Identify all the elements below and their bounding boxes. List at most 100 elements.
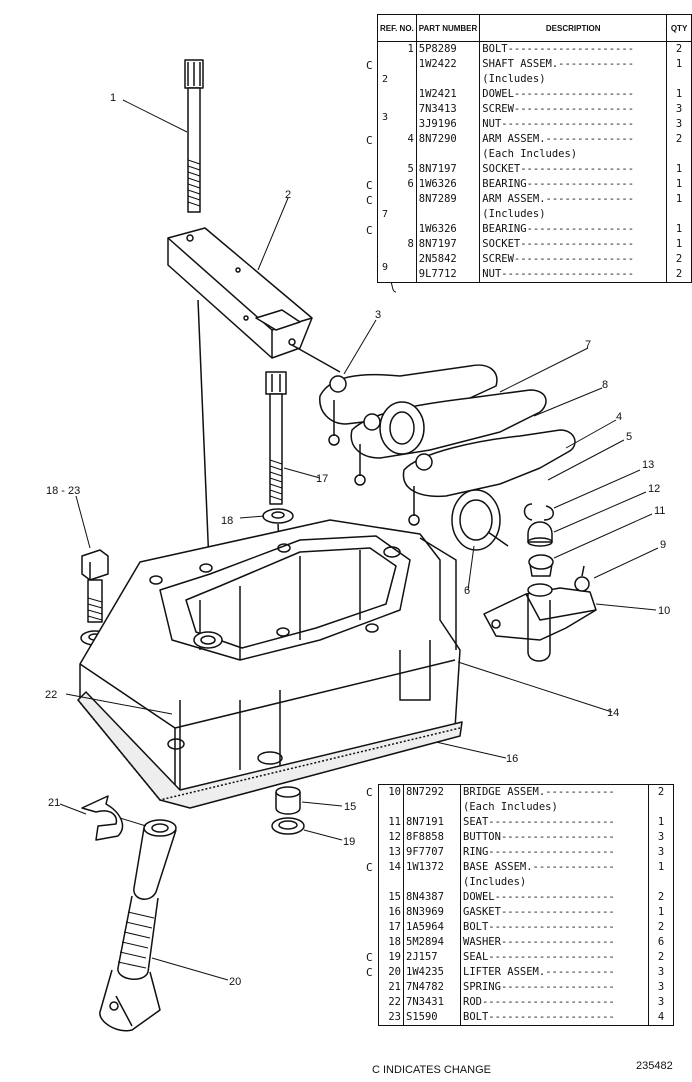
qty-cell: 3 xyxy=(666,117,692,132)
description-cell: (Each Includes) xyxy=(482,148,578,160)
leader-lines xyxy=(59,99,659,981)
description-cell: BOLT-------------------- xyxy=(463,1011,615,1023)
leader-dashes: ------------------- xyxy=(494,891,615,903)
callout-3: 3 xyxy=(375,309,381,321)
bridge-assembly-10-drawing xyxy=(483,565,597,662)
qty-cell: 6 xyxy=(648,935,674,950)
description-cell: LIFTER ASSEM.----------- xyxy=(463,966,615,978)
leader-dashes: --------------------- xyxy=(501,268,635,280)
description-cell: (Each Includes) xyxy=(463,801,558,813)
callout-2: 2 xyxy=(285,189,291,201)
table-row: (Each Includes) xyxy=(378,800,674,815)
part-number-cell: 7N3413 xyxy=(416,102,481,117)
qty-cell: 2 xyxy=(648,784,674,800)
ref-cell xyxy=(377,267,417,283)
part-number-cell: 2N5842 xyxy=(416,252,481,267)
callout-labels: 1 2 3 4 5 6 7 8 9 10 11 12 13 14 15 16 1… xyxy=(45,92,670,988)
qty-cell: 3 xyxy=(648,845,674,860)
callout-1: 1 xyxy=(110,92,116,104)
part-number-cell: 2J157 xyxy=(403,950,461,965)
part-number-cell: 1W2422 xyxy=(416,57,481,72)
part-number-cell: 8N3969 xyxy=(403,905,461,920)
description-cell: GASKET------------------ xyxy=(463,906,615,918)
leader-dashes: -------------------- xyxy=(488,921,615,933)
change-marker: C xyxy=(366,59,373,72)
change-marker: C xyxy=(366,224,373,237)
part-number-cell: 7N3431 xyxy=(403,995,461,1010)
part-number-cell: 8N7289 xyxy=(416,192,481,207)
qty-cell: 2 xyxy=(666,252,692,267)
callout-10: 10 xyxy=(658,605,670,617)
change-marker: C xyxy=(366,134,373,147)
ref-cell xyxy=(377,147,417,162)
qty-cell: 1 xyxy=(666,192,692,207)
leader-dashes: ------------- xyxy=(532,861,615,873)
part-number-cell: 8N7290 xyxy=(416,132,481,147)
description-cell: (Includes) xyxy=(482,73,546,85)
qty-cell xyxy=(666,207,692,222)
part-number-cell xyxy=(403,800,461,815)
leader-dashes: ----------- xyxy=(545,786,615,798)
part-number-cell xyxy=(416,72,481,87)
description-cell: SHAFT ASSEM.------------ xyxy=(482,58,635,70)
part-number-cell: 5P8289 xyxy=(416,41,481,57)
description-cell: BUTTON------------------ xyxy=(463,831,615,843)
description-cell: SPRING------------------ xyxy=(463,981,615,993)
callout-19: 19 xyxy=(343,836,355,848)
ring-13-drawing xyxy=(523,503,554,521)
part-number-cell: 1W2421 xyxy=(416,87,481,102)
callout-18-23: 18 - 23 xyxy=(46,485,80,497)
rocker-arms-drawing xyxy=(319,364,576,551)
callout-9: 9 xyxy=(660,539,666,551)
gasket-16-drawing xyxy=(77,691,463,809)
callout-7: 7 xyxy=(585,339,591,351)
description-cell: NUT--------------------- xyxy=(482,268,635,280)
description-cell: SOCKET------------------ xyxy=(482,238,635,250)
change-marker: C xyxy=(366,786,373,799)
part-number-cell: 9F7707 xyxy=(403,845,461,860)
callout-17: 17 xyxy=(316,473,328,485)
change-marker: C xyxy=(366,861,373,874)
leader-dashes: -------------------- xyxy=(488,816,615,828)
leader-dashes: ------------------- xyxy=(513,253,635,265)
description-cell: RING-------------------- xyxy=(463,846,615,858)
leader-dashes: ------------------- xyxy=(513,103,635,115)
ref-cell: 20 xyxy=(378,965,404,980)
description-cell: DOWEL------------------- xyxy=(463,891,615,903)
table-row: (Includes) xyxy=(377,207,692,222)
ref-cell: 11 xyxy=(378,815,404,830)
qty-cell: 2 xyxy=(666,267,692,283)
part-number-cell: S1590 xyxy=(403,1010,461,1026)
change-legend: C INDICATES CHANGE xyxy=(372,1064,491,1076)
qty-cell: 2 xyxy=(666,132,692,147)
description-cell: (Includes) xyxy=(482,208,546,220)
part-number-cell: 1A5964 xyxy=(403,920,461,935)
figure-number: 235482 xyxy=(636,1060,673,1072)
qty-cell: 1 xyxy=(666,237,692,252)
leader-dashes: ------------------- xyxy=(513,88,635,100)
leader-dashes: --------------------- xyxy=(481,996,615,1008)
ref-cell xyxy=(377,57,417,72)
ref-cell xyxy=(378,800,404,815)
callout-12: 12 xyxy=(648,483,660,495)
description-cell: ROD--------------------- xyxy=(463,996,615,1008)
ref-cell: 17 xyxy=(378,920,404,935)
part-number-cell: 8N4387 xyxy=(403,890,461,905)
ref-cell: 23 xyxy=(378,1010,404,1026)
part-number-cell: 3J9196 xyxy=(416,117,481,132)
description-cell: NUT--------------------- xyxy=(482,118,635,130)
leader-dashes: ----------- xyxy=(545,966,615,978)
leader-dashes: ------------------ xyxy=(520,238,635,250)
